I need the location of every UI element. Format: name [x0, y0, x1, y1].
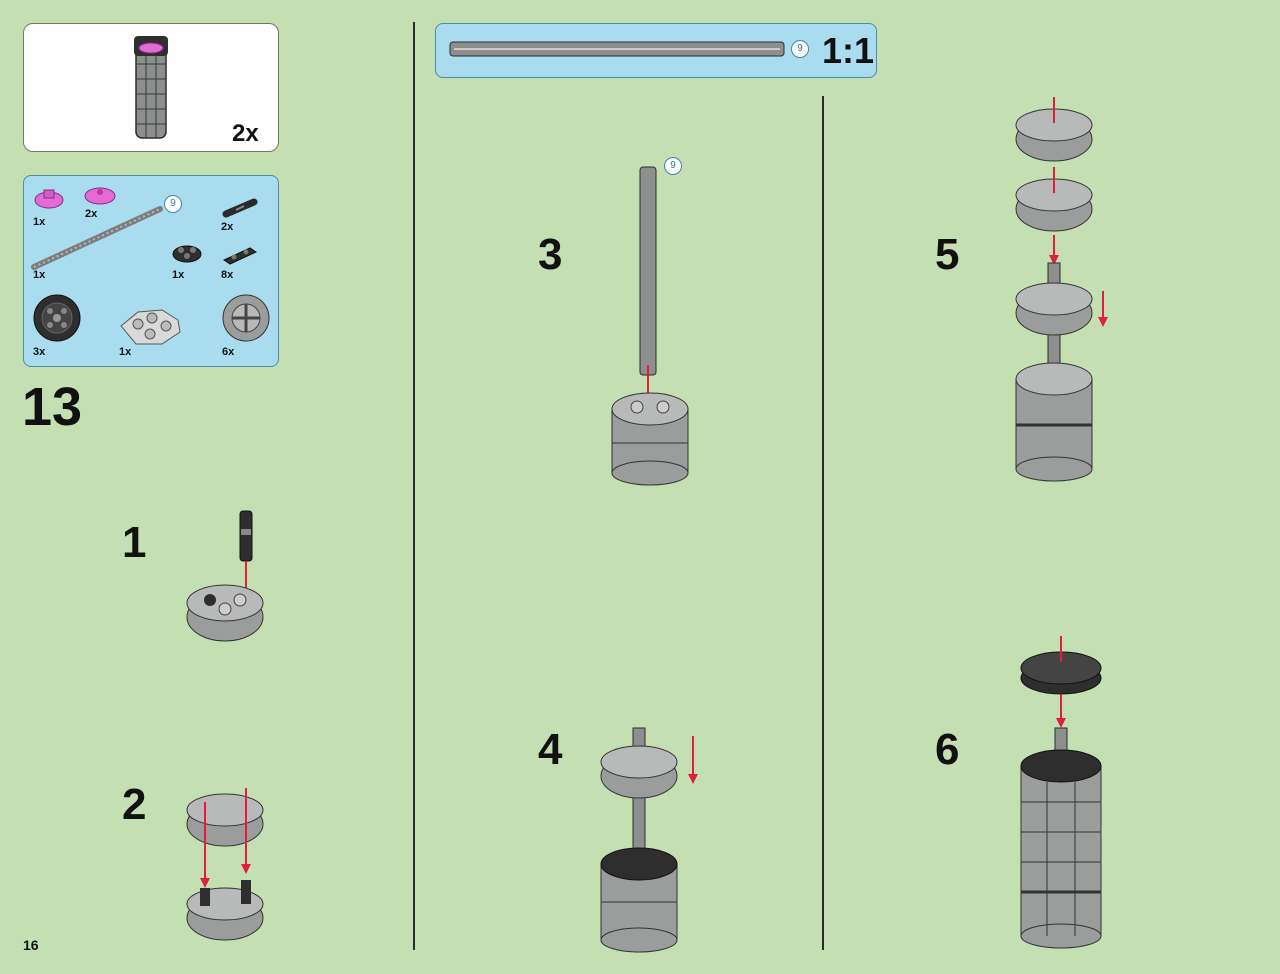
step-number: 4	[538, 725, 563, 774]
column-divider	[413, 22, 415, 950]
parts-list-callout: 1x 2x 9 1x 2x 1x 8x 3x 1x	[23, 175, 279, 367]
part-qty: 6x	[222, 346, 235, 358]
part-qty: 8x	[221, 269, 234, 281]
step-number: 2	[122, 780, 147, 829]
part-qty: 1x	[172, 269, 185, 281]
step-number: 6	[935, 725, 960, 774]
black-hinge-plate-icon	[222, 247, 258, 265]
part-qty: 1x	[119, 346, 132, 358]
black-wheel-icon	[33, 294, 81, 342]
scale-label: 1:1	[822, 30, 875, 71]
part-qty: 3x	[33, 346, 46, 358]
part-qty: 2x	[85, 208, 98, 220]
black-technic-hub-icon	[172, 245, 202, 263]
axle-scale-callout: 9 1:1	[435, 23, 877, 78]
step-4-illustration	[600, 727, 698, 953]
page-number: 16	[23, 937, 39, 953]
pink-dish-icon	[84, 187, 116, 205]
step-6-illustration	[1020, 636, 1102, 949]
axle-length-badge: 9	[664, 157, 682, 175]
step-number: 1	[122, 518, 147, 567]
axle-actual-size-icon	[449, 41, 785, 57]
gray-star-plate-icon	[120, 309, 181, 345]
scale-badge: 9	[791, 40, 809, 58]
column-divider	[822, 96, 824, 950]
part-qty: 1x	[33, 216, 46, 228]
step-1-illustration	[186, 510, 264, 642]
step-2-illustration	[186, 788, 264, 941]
subassembly-quantity: 2x	[232, 120, 259, 147]
pink-round-plate-icon	[34, 189, 64, 209]
main-step-number: 13	[22, 377, 83, 437]
part-qty: 2x	[221, 221, 234, 233]
step-5-illustration	[1015, 97, 1108, 482]
step-3-illustration	[611, 166, 689, 486]
part-qty: 1x	[33, 269, 46, 281]
subassembly-callout: 2x	[23, 23, 279, 152]
black-connector-peg-icon	[222, 198, 258, 218]
pink-topped-tower-icon	[134, 36, 168, 139]
gray-round-brick-icon	[222, 294, 270, 342]
axle-length-badge: 9	[164, 195, 182, 213]
step-number: 5	[935, 230, 960, 279]
step-number: 3	[538, 230, 563, 279]
gray-axle-9-icon	[31, 206, 163, 270]
